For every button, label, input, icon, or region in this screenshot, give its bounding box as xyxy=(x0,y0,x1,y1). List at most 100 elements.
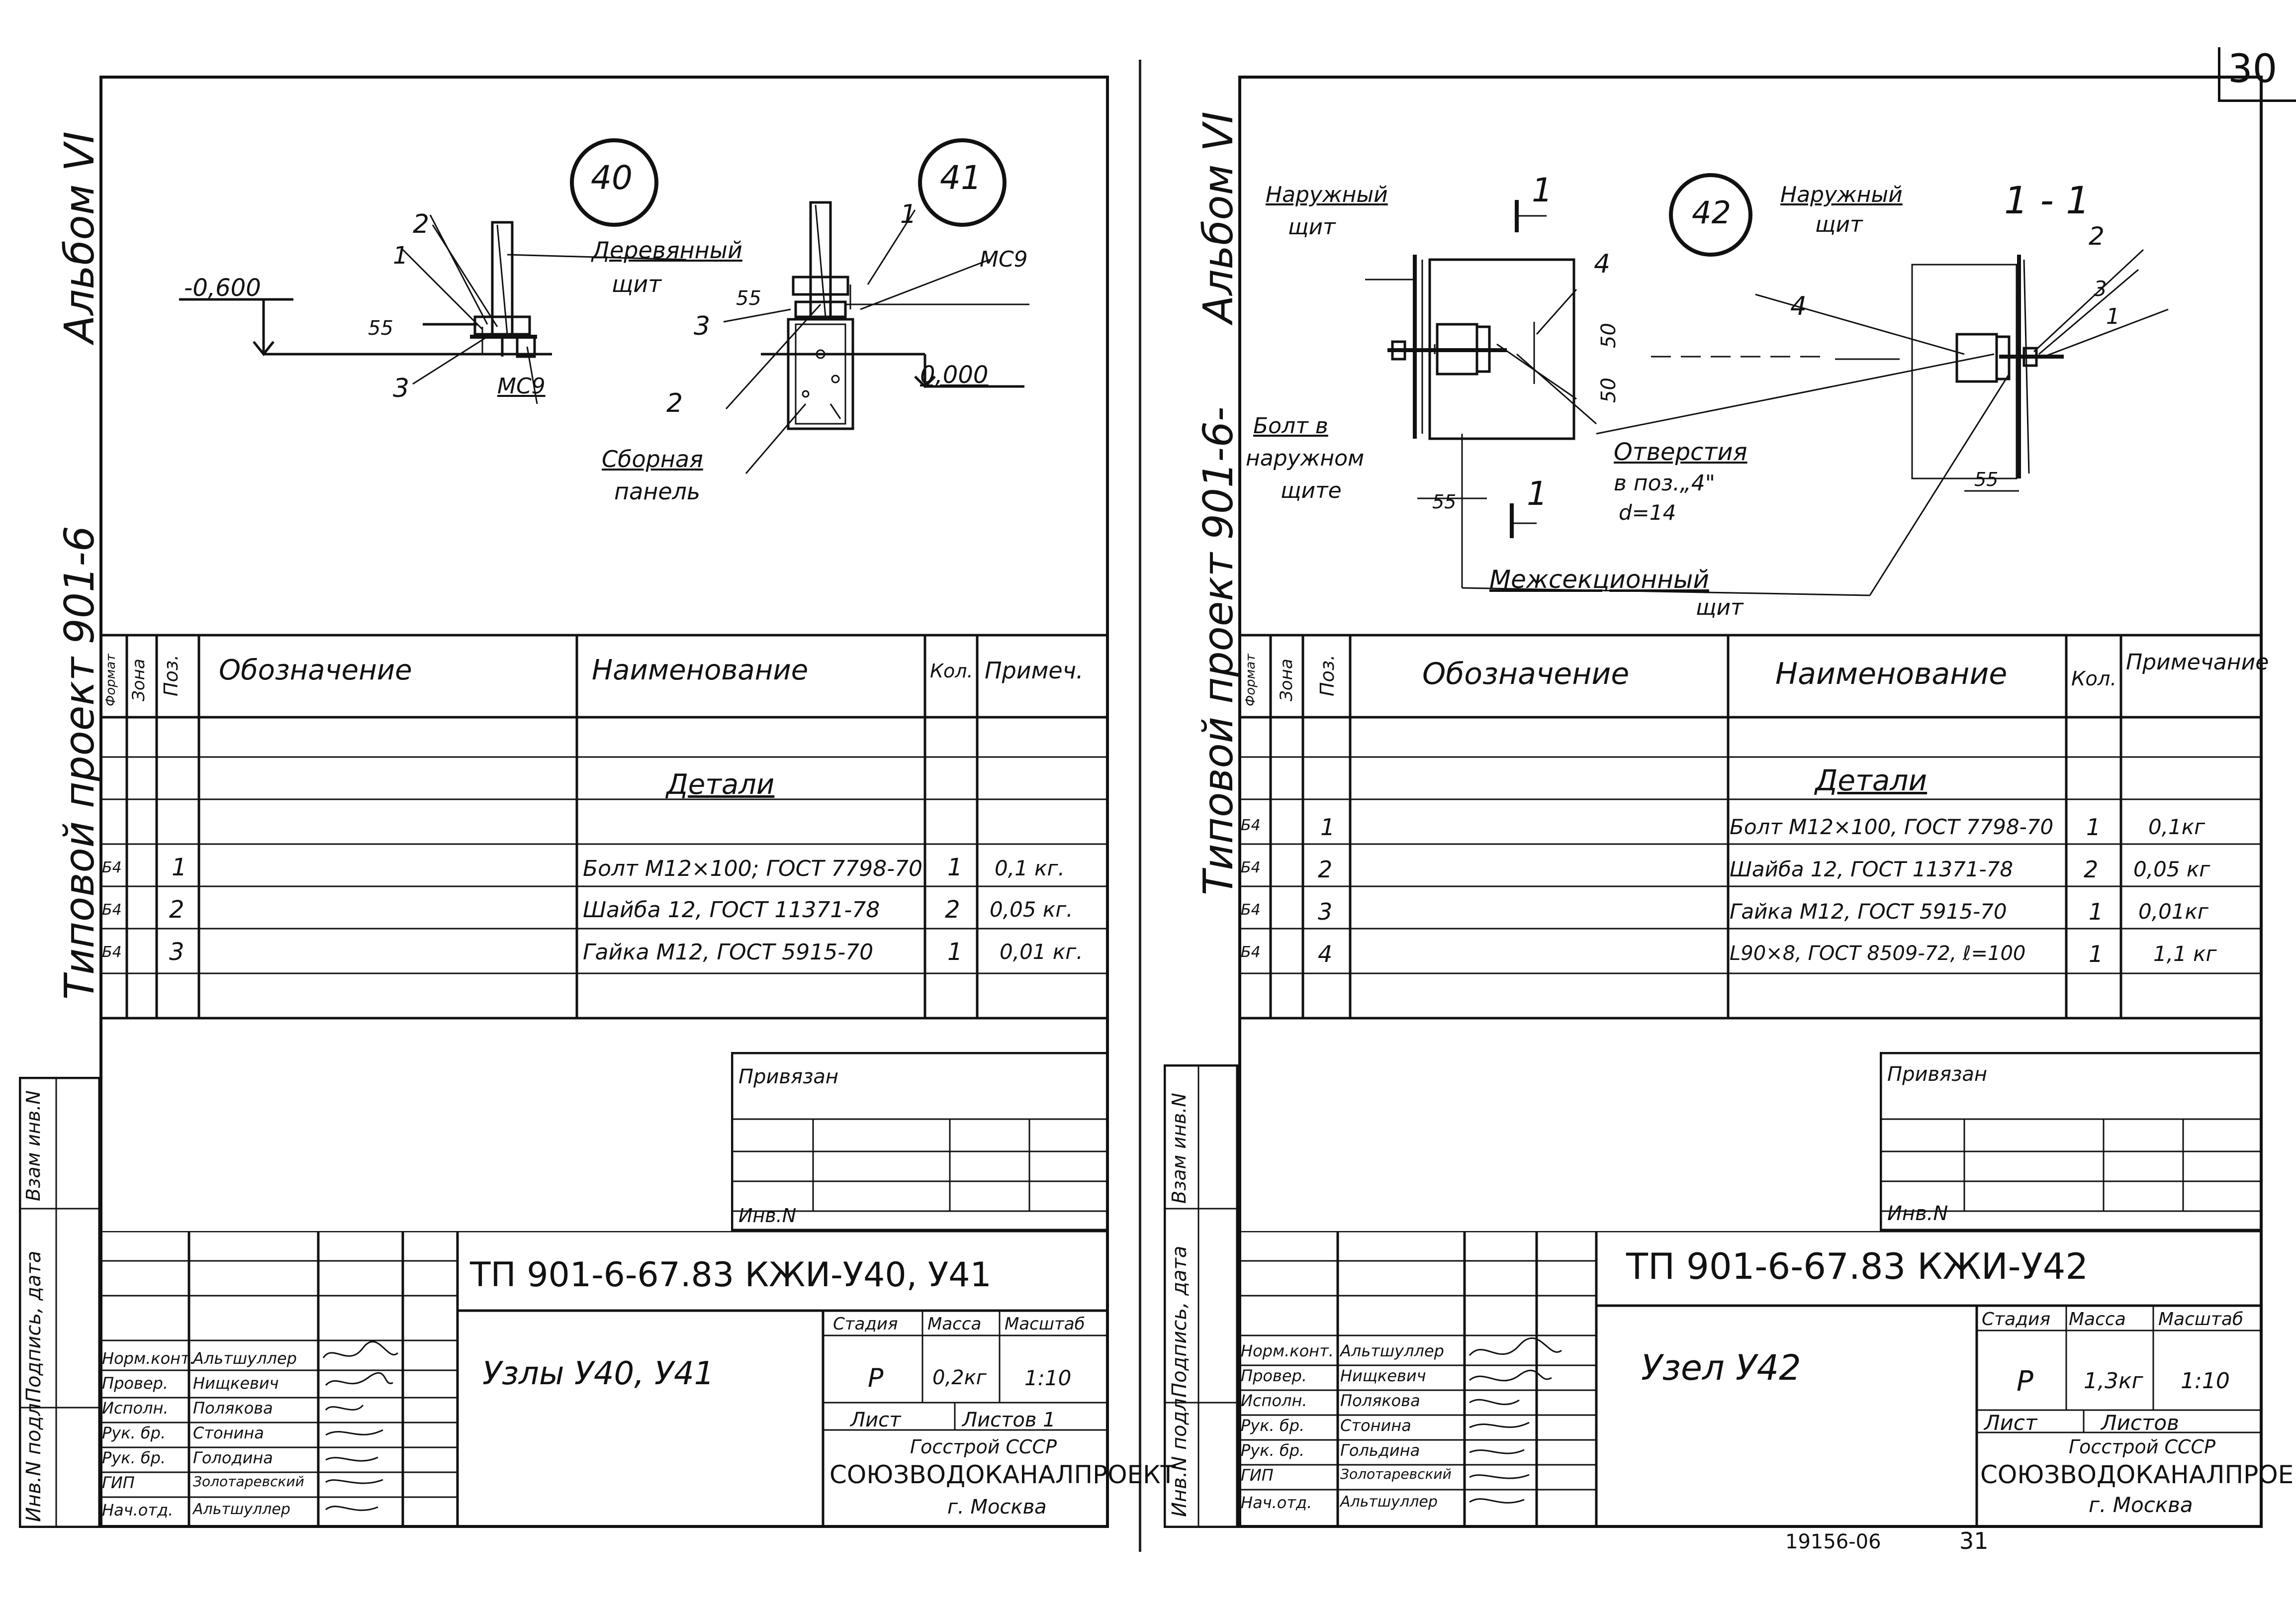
left-stamp-code: ТП 901-6-67.83 КЖИ-У40, У41 xyxy=(470,1255,992,1295)
outer-shield-right-2: щит xyxy=(1815,212,1863,237)
left-row1-format: Б4 xyxy=(102,859,122,876)
pos-3-right: 3 xyxy=(2094,277,2107,301)
right-name-6: Альтшуллер xyxy=(1340,1493,1438,1511)
node-40-label: 40 xyxy=(591,159,633,197)
left-name-0: Альтшуллер xyxy=(193,1349,297,1368)
bolt-label-1: Болт в xyxy=(1253,413,1328,439)
left-row3-note: 0,01 кг. xyxy=(1000,940,1083,964)
left-stamp-title: Узлы У40, У41 xyxy=(482,1355,715,1392)
bottom-page-number: 31 xyxy=(1959,1527,1989,1554)
right-stamp-title: Узел У42 xyxy=(1641,1347,1801,1388)
left-row3-pos: 3 xyxy=(169,938,184,966)
right-section-title: Детали xyxy=(1815,763,1928,797)
left-side-stamp-vzam: Взам инв.N xyxy=(22,1090,44,1201)
right-row4-pos: 4 xyxy=(1318,941,1333,967)
left-side-stamp-inv: Инв.N подл. xyxy=(22,1397,45,1522)
pos-1-b: 1 xyxy=(900,199,917,229)
left-stamp-stage: Р xyxy=(868,1363,884,1393)
left-title-block-grid xyxy=(99,1231,1109,1528)
wood-shield-2: щит xyxy=(612,271,662,297)
holes-label-3: d=14 xyxy=(1619,500,1676,525)
left-name-3: Стонина xyxy=(193,1424,264,1442)
cut-1-top: 1 xyxy=(1532,171,1553,209)
left-name-1: Нищкевич xyxy=(193,1374,279,1393)
archive-number: 19156-06 xyxy=(1785,1530,1881,1553)
right-row3-format: Б4 xyxy=(1241,901,1261,919)
right-h-pos: Поз. xyxy=(1316,654,1338,696)
left-signatures xyxy=(322,1340,399,1511)
pos-3-b: 3 xyxy=(694,311,711,341)
right-role-6: Нач.отд. xyxy=(1241,1493,1312,1512)
left-name-4: Голодина xyxy=(193,1448,273,1467)
right-name-2: Полякова xyxy=(1340,1391,1420,1410)
left-h-name: Наименование xyxy=(592,654,809,686)
left-h-designation: Обозначение xyxy=(219,654,412,686)
right-role-5: ГИП xyxy=(1241,1466,1274,1485)
right-stamp-mass: 1,3кг xyxy=(2084,1368,2143,1394)
left-row2-format: Б4 xyxy=(102,901,122,919)
left-stamp-mass: 0,2кг xyxy=(932,1366,987,1389)
right-role-2: Исполн. xyxy=(1241,1391,1307,1410)
right-inv: Инв.N xyxy=(1887,1202,1948,1225)
right-h-designation: Обозначение xyxy=(1422,657,1630,691)
right-row1-pos: 1 xyxy=(1320,814,1335,841)
left-role-1: Провер. xyxy=(102,1374,168,1393)
right-role-1: Провер. xyxy=(1241,1366,1307,1385)
left-row1-qty: 1 xyxy=(947,854,963,881)
left-sheet-frame xyxy=(99,76,1109,1528)
left-side-album: Альбом VI xyxy=(56,131,103,343)
page-number-top: 30 xyxy=(2228,47,2278,92)
right-row4-format: Б4 xyxy=(1241,944,1261,961)
right-name-1: Нищкевич xyxy=(1340,1366,1426,1385)
right-stamp-sheets: Листов xyxy=(2101,1411,2179,1435)
left-row2-note: 0,05 кг. xyxy=(990,897,1073,922)
left-stamp-stage-h: Стадия xyxy=(833,1314,898,1334)
right-row1-format: Б4 xyxy=(1241,817,1261,834)
right-row4-name: L90×8, ГОСТ 8509-72, ℓ=100 xyxy=(1730,942,2026,965)
dim-55-a: 55 xyxy=(368,317,393,340)
right-row2-pos: 2 xyxy=(1318,856,1333,883)
sheet-divider xyxy=(1139,60,1141,1552)
left-stamp-org2: СОЮЗВОДОКАНАЛПРОЕКТ xyxy=(829,1460,1176,1489)
left-row1-pos: 1 xyxy=(172,854,187,881)
right-name-4: Гольдина xyxy=(1340,1441,1420,1460)
dim-50-b: 50 xyxy=(1597,378,1620,403)
left-spec-table-grid xyxy=(99,635,1109,1020)
right-row2-format: Б4 xyxy=(1241,859,1261,876)
left-role-6: Нач.отд. xyxy=(102,1501,174,1520)
right-h-qty: Кол. xyxy=(2071,667,2117,690)
dim-55-left: 55 xyxy=(1432,491,1457,513)
left-row3-qty: 1 xyxy=(947,938,963,966)
left-stamp-org1: Госстрой СССР xyxy=(910,1436,1057,1458)
inter-shield-2: щит xyxy=(1696,595,1744,620)
right-name-0: Альтшуллер xyxy=(1340,1341,1444,1360)
left-row2-qty: 2 xyxy=(945,896,960,924)
node-41-circle xyxy=(918,138,1007,227)
left-row1-name: Болт М12×100; ГОСТ 7798-70 xyxy=(583,856,923,881)
left-name-2: Полякова xyxy=(193,1399,273,1418)
page-number-rule-h xyxy=(2218,99,2296,102)
right-side-stamp-vzam: Взам инв.N xyxy=(1168,1093,1190,1204)
level-label: -0,600 xyxy=(184,274,261,302)
left-name-6: Альтшуллер xyxy=(193,1501,290,1518)
right-stamp-scale-h: Масштаб xyxy=(2158,1309,2244,1330)
left-stamp-sheets: Листов 1 xyxy=(962,1409,1056,1431)
right-stamp-org1: Госстрой СССР xyxy=(2069,1436,2216,1458)
right-stamp-code: ТП 901-6-67.83 КЖИ-У42 xyxy=(1626,1245,2089,1287)
right-privyazan-grid xyxy=(1880,1052,2263,1231)
right-h-format: Формат xyxy=(1243,654,1258,707)
left-side-stamp-grid xyxy=(19,1077,99,1528)
bolt-label-2: наружном xyxy=(1246,446,1365,471)
right-h-name: Наименование xyxy=(1775,657,2008,691)
left-section-title: Детали xyxy=(666,768,775,801)
right-row2-name: Шайба 12, ГОСТ 11371-78 xyxy=(1730,857,2014,881)
dim-55-b: 55 xyxy=(736,287,761,310)
left-inv: Инв.N xyxy=(738,1205,797,1227)
right-row3-note: 0,01кг xyxy=(2138,899,2208,924)
left-stamp-sheet: Лист xyxy=(850,1409,901,1431)
node-40-circle xyxy=(570,138,658,227)
pos-2-right: 2 xyxy=(2089,222,2105,251)
right-row4-qty: 1 xyxy=(2089,941,2104,967)
left-privyazan: Привязан xyxy=(738,1065,839,1088)
left-h-zone: Зона xyxy=(129,659,149,701)
